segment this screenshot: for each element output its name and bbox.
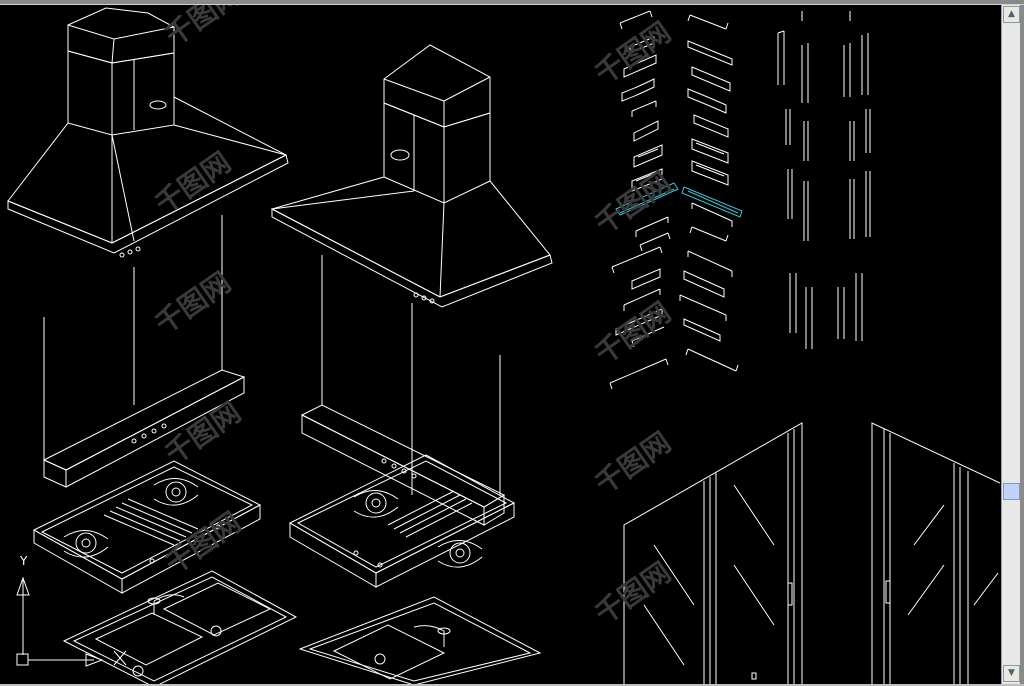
watermark-text: 千图网: [159, 5, 247, 53]
glass-door-panels[interactable]: [623, 422, 1000, 684]
window-right-border: [1020, 5, 1024, 686]
window-top-border: [0, 0, 1024, 5]
ucs-y-label: Y: [19, 554, 28, 568]
window-bottom-border: [0, 684, 1024, 686]
gas-hob-left[interactable]: [32, 460, 262, 594]
watermark-group: 千图网 千图网 千图网 千图网 千图网 千图网 千图网 千图网 千图网 千图网: [149, 5, 677, 631]
sink-right[interactable]: [298, 596, 542, 684]
watermark-text: 千图网: [159, 396, 247, 471]
range-hood-left[interactable]: [7, 7, 289, 488]
arrow-down-icon[interactable]: ▼: [1003, 665, 1020, 682]
selected-handles[interactable]: [615, 182, 743, 218]
vertical-scrollbar[interactable]: ▲ ▼: [1001, 5, 1021, 684]
watermark-text: 千图网: [589, 16, 677, 91]
gas-hob-right[interactable]: [288, 454, 516, 588]
watermark-text: 千图网: [149, 266, 237, 341]
arrow-up-icon[interactable]: ▲: [1003, 6, 1020, 23]
drawing-canvas[interactable]: 千图网 千图网 千图网 千图网 千图网 千图网 千图网 千图网 千图网 千图网 …: [4, 5, 1000, 684]
watermark-text: 千图网: [149, 146, 237, 221]
watermark-text: 千图网: [159, 506, 247, 581]
watermark-text: 千图网: [589, 166, 677, 241]
cabinet-handles-catalog[interactable]: [609, 10, 871, 390]
sink-left[interactable]: [62, 570, 298, 684]
range-hood-right[interactable]: [270, 44, 553, 526]
watermark-text: 千图网: [589, 556, 677, 631]
watermark-text: 千图网: [589, 426, 677, 501]
watermark-text: 千图网: [589, 296, 677, 371]
ucs-icon: [16, 576, 127, 667]
scrollbar-thumb[interactable]: [1003, 483, 1020, 500]
